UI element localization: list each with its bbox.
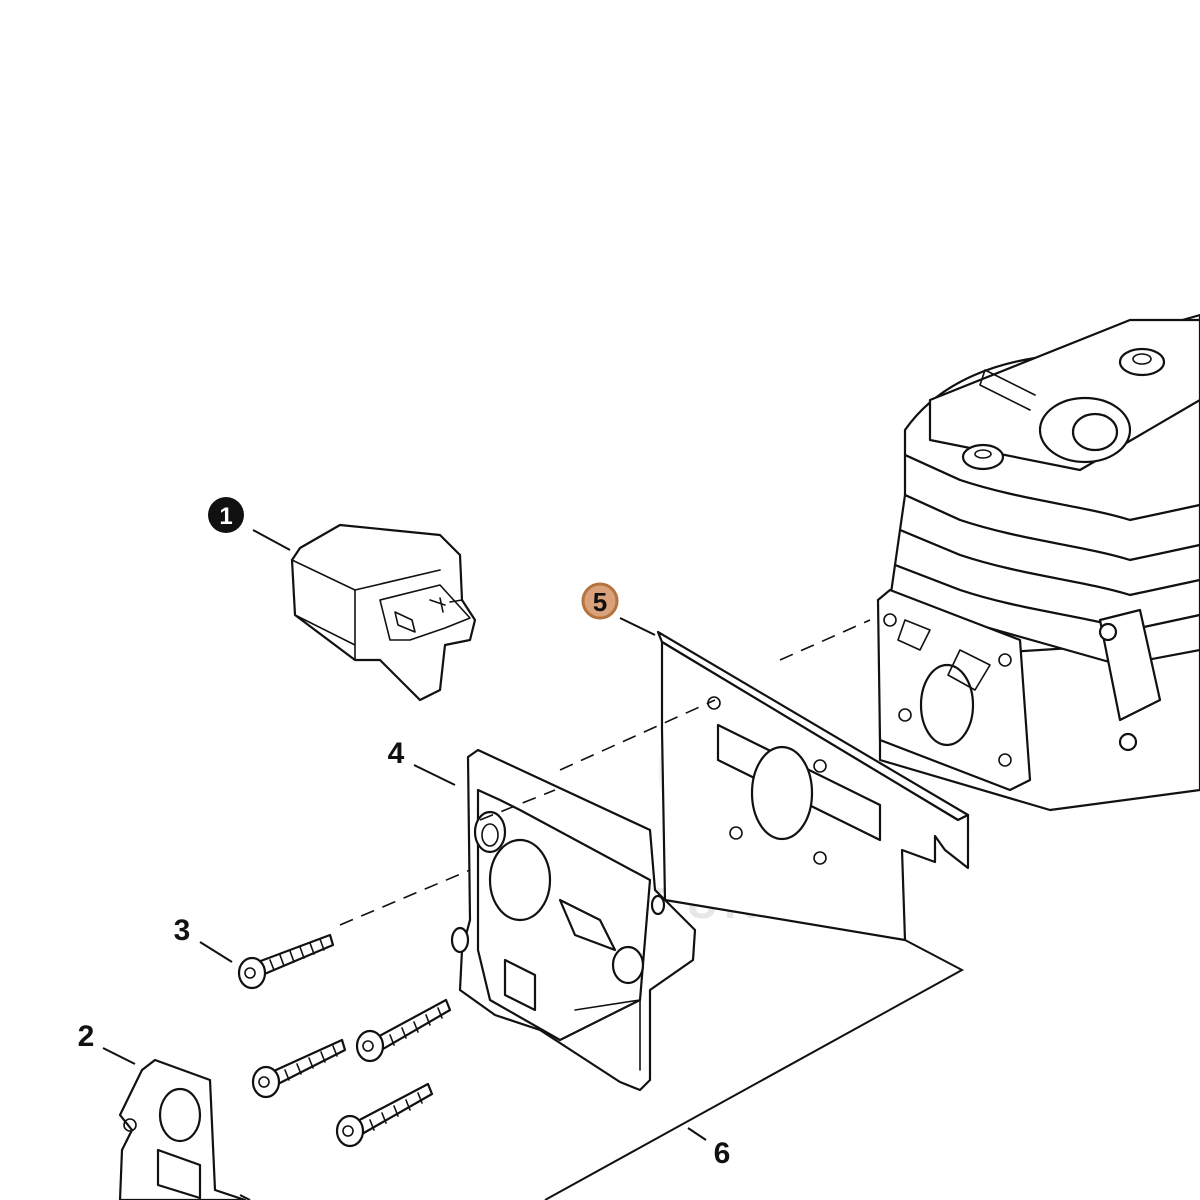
screw-middle-right bbox=[355, 998, 452, 1063]
callout-5-badge bbox=[581, 582, 619, 620]
intake-manifold-part-4 bbox=[450, 748, 697, 1092]
callout-5: 5 bbox=[581, 582, 619, 620]
callout-3-number: 3 bbox=[174, 914, 191, 947]
filter-cap-part-1 bbox=[290, 523, 477, 702]
gasket-part-2 bbox=[118, 1058, 247, 1200]
callout-2-number: 2 bbox=[78, 1020, 95, 1053]
callout-1: 1 bbox=[208, 497, 244, 533]
callout-6-number: 6 bbox=[714, 1137, 731, 1170]
callout-4-number: 4 bbox=[388, 737, 405, 770]
bracket-part-6 bbox=[239, 939, 965, 1200]
screw-top bbox=[237, 933, 335, 990]
callout-5-number: 5 bbox=[593, 587, 607, 617]
screw-bottom bbox=[335, 1082, 434, 1148]
callout-1-number: 1 bbox=[219, 503, 232, 530]
assembly-lines bbox=[339, 619, 871, 926]
screws-part-3 bbox=[237, 933, 452, 1148]
callout-1-badge bbox=[208, 497, 244, 533]
gasket-part-5 bbox=[656, 630, 970, 942]
cylinder-assembly bbox=[876, 313, 1200, 812]
leader-lines bbox=[102, 529, 707, 1141]
screw-middle-left bbox=[251, 1038, 347, 1099]
